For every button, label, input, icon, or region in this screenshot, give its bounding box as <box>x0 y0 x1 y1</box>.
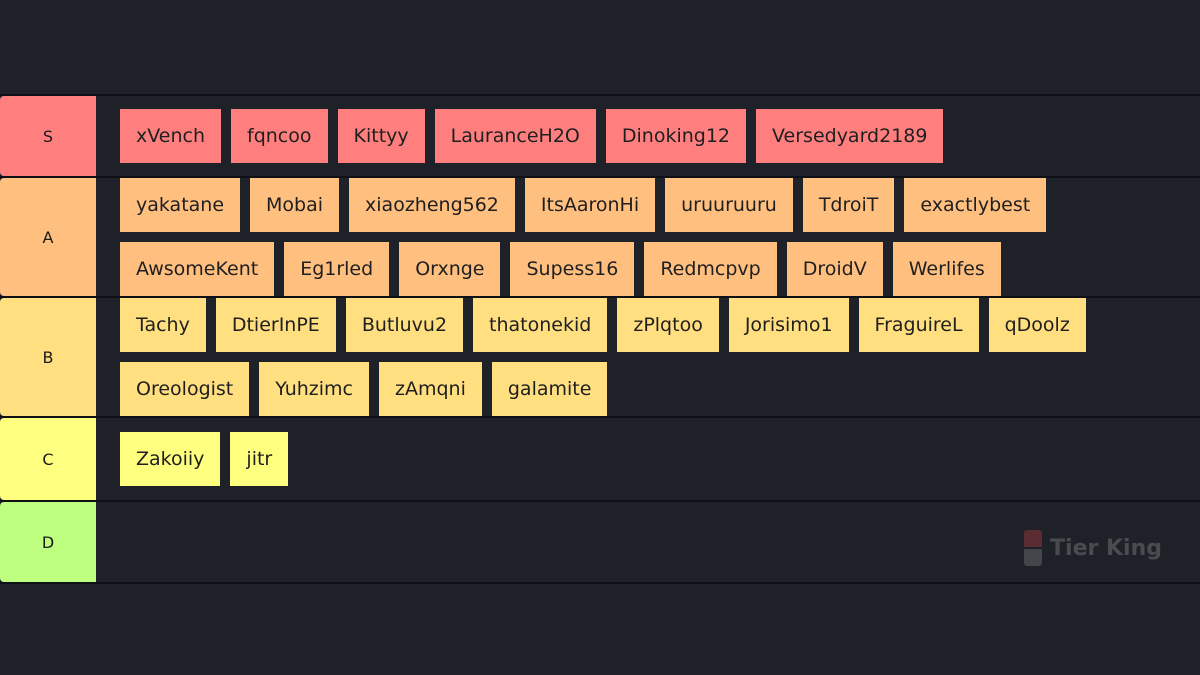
tier-king-logo-icon <box>1024 530 1043 566</box>
tier-item[interactable]: TdroiT <box>802 178 895 232</box>
tier-item[interactable]: yakatane <box>120 178 241 232</box>
tier-item[interactable]: Werlifes <box>892 242 1001 296</box>
tier-item[interactable]: xiaozheng562 <box>349 178 515 232</box>
tier-item[interactable]: qDoolz <box>988 298 1086 352</box>
tier-label-s[interactable]: S <box>0 96 96 176</box>
tier-item[interactable]: Dinoking12 <box>605 109 747 163</box>
tier-item[interactable]: Supess16 <box>510 242 635 296</box>
tier-item[interactable]: exactlybest <box>904 178 1047 232</box>
tier-item[interactable]: LauranceH2O <box>434 109 596 163</box>
tier-row-d: D <box>0 502 1200 584</box>
tier-item[interactable]: thatonekid <box>473 298 608 352</box>
tier-item[interactable]: DroidV <box>786 242 883 296</box>
tier-item[interactable]: AwsomeKent <box>120 242 275 296</box>
tier-item[interactable]: Tachy <box>120 298 206 352</box>
watermark-text: Tier King <box>1050 535 1162 561</box>
tier-item[interactable]: Orxnge <box>399 242 501 296</box>
tier-item[interactable]: fqncoo <box>231 109 328 163</box>
tier-label-b[interactable]: B <box>0 298 96 416</box>
tier-item[interactable]: xVench <box>120 109 221 163</box>
tier-label-c[interactable]: C <box>0 418 96 500</box>
tier-item[interactable]: zAmqni <box>378 362 482 416</box>
tier-item[interactable]: Eg1rled <box>284 242 390 296</box>
watermark: Tier King <box>1024 530 1162 566</box>
tier-item[interactable]: galamite <box>491 362 608 416</box>
tier-item[interactable]: Kittyy <box>337 109 425 163</box>
tier-item[interactable]: Yuhzimc <box>259 362 369 416</box>
tier-item[interactable]: Butluvu2 <box>345 298 464 352</box>
tier-item[interactable]: Versedyard2189 <box>756 109 944 163</box>
tier-label-a[interactable]: A <box>0 178 96 296</box>
tier-item[interactable]: Oreologist <box>120 362 250 416</box>
tier-item[interactable]: jitr <box>230 432 289 486</box>
tier-item[interactable]: Jorisimo1 <box>728 298 849 352</box>
tier-item[interactable]: Mobai <box>250 178 340 232</box>
tier-item[interactable]: zPlqtoo <box>617 298 719 352</box>
tier-label-d[interactable]: D <box>0 502 96 582</box>
tier-item[interactable]: Zakoiiy <box>120 432 221 486</box>
tier-item[interactable]: ItsAaronHi <box>524 178 656 232</box>
tier-item[interactable]: DtierInPE <box>215 298 336 352</box>
tier-item[interactable]: uruuruuru <box>665 178 793 232</box>
tier-item[interactable]: Redmcpvp <box>644 242 777 296</box>
tier-item[interactable]: FraguireL <box>858 298 979 352</box>
